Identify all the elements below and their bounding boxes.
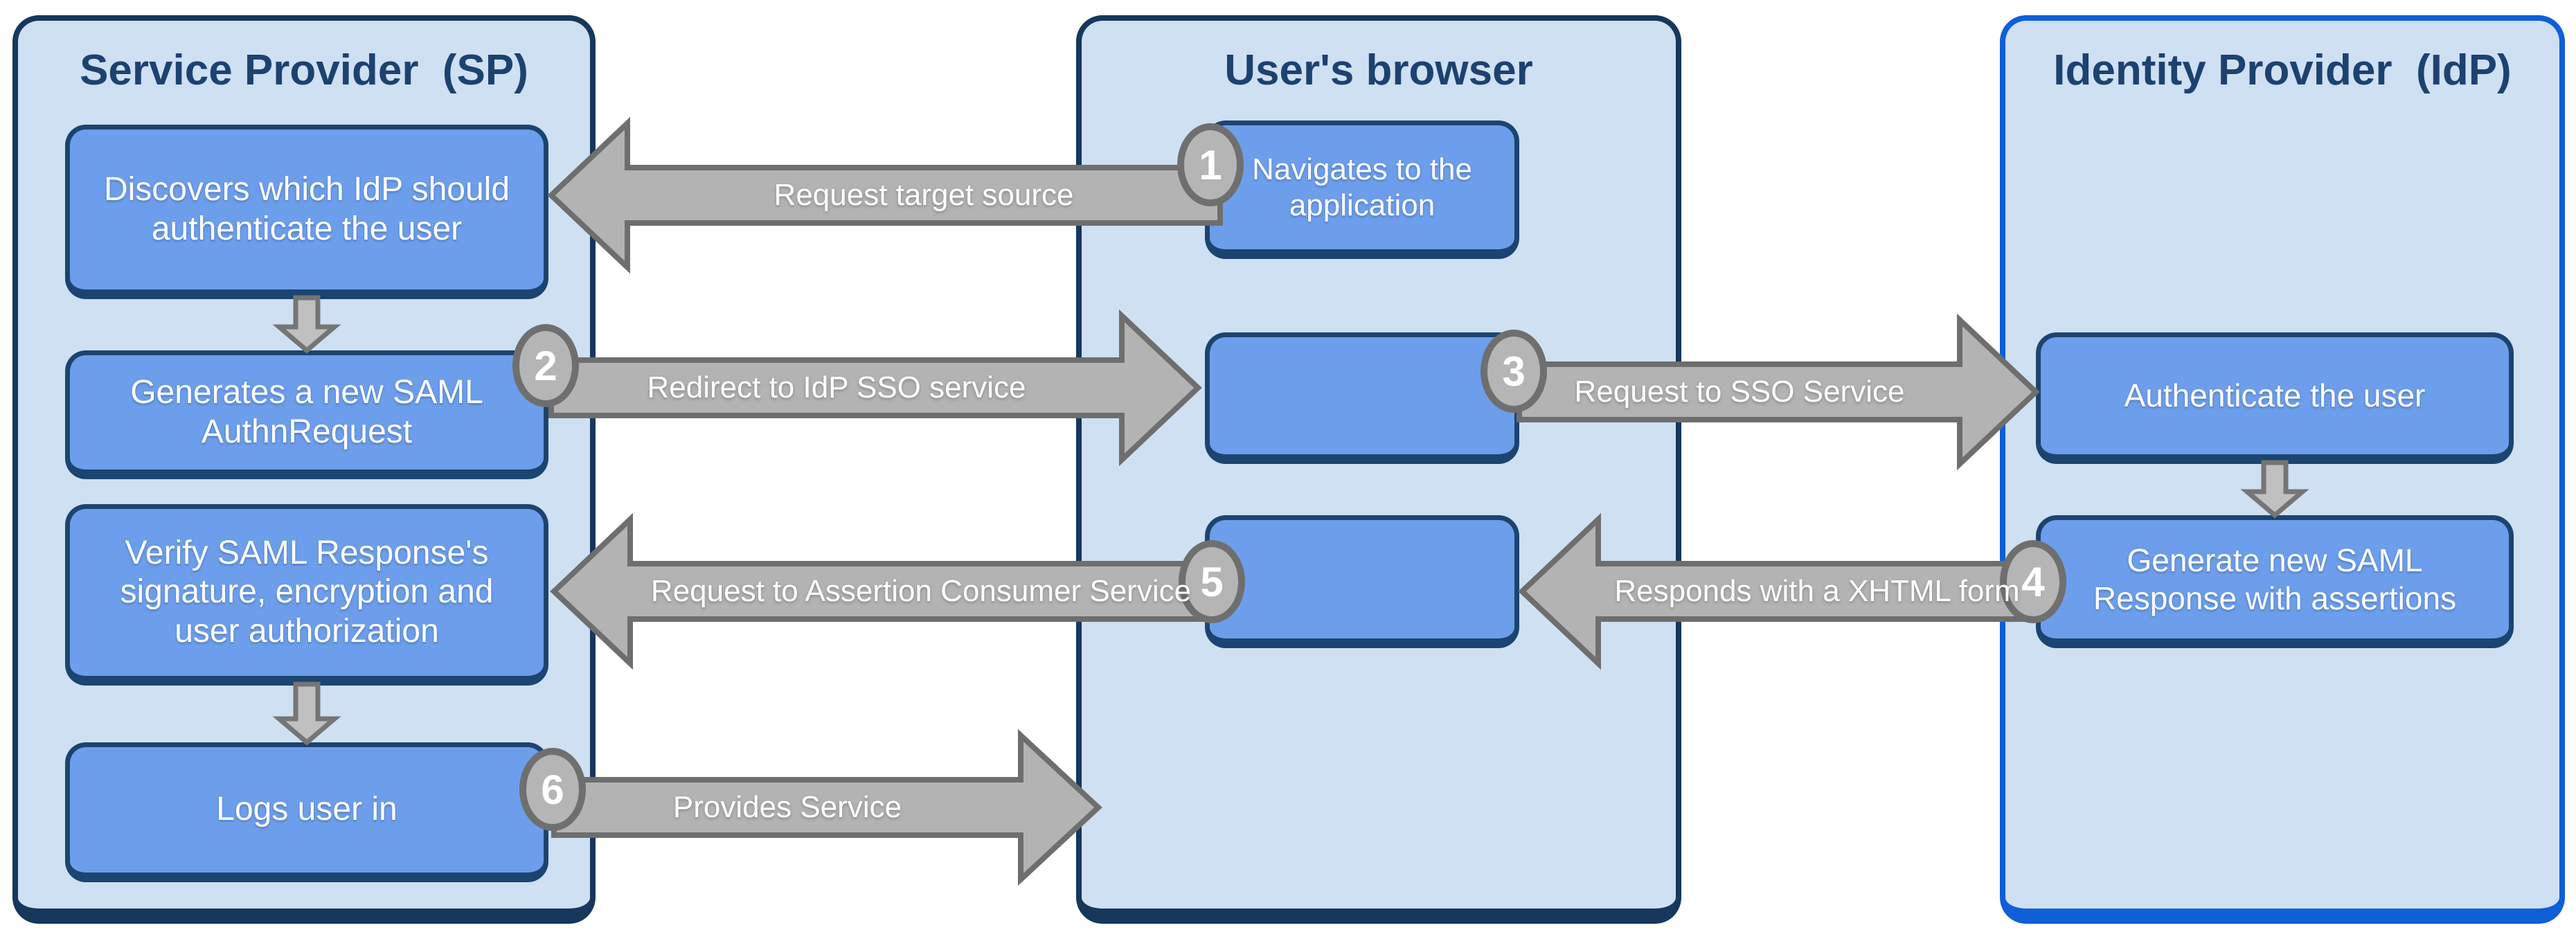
browser-box-sso-redirect bbox=[1205, 332, 1519, 464]
sp-box-logs-user-in: Logs user in bbox=[65, 742, 548, 882]
step-circle-6: 6 bbox=[519, 748, 586, 831]
idp-panel: Identity Provider (IdP) Authenticate the… bbox=[2000, 15, 2565, 924]
step-circle-3: 3 bbox=[1481, 330, 1547, 413]
idp-panel-title: Identity Provider (IdP) bbox=[2053, 46, 2512, 94]
idp-box-authenticate-user: Authenticate the user bbox=[2036, 332, 2514, 464]
arrow-label-provides-service: Provides Service bbox=[672, 790, 902, 824]
step-circle-1: 1 bbox=[1177, 123, 1244, 206]
step-number-5: 5 bbox=[1200, 558, 1224, 605]
step-number-1: 1 bbox=[1199, 141, 1222, 188]
sp-panel-title: Service Provider (SP) bbox=[80, 46, 528, 94]
arrow-label-request-sso-service: Request to SSO Service bbox=[1574, 375, 1905, 409]
arrow-label-request-target-source: Request target source bbox=[773, 178, 1074, 212]
step-number-2: 2 bbox=[534, 342, 557, 389]
step-number-3: 3 bbox=[1502, 348, 1526, 395]
browser-box-navigates: Navigates to the application bbox=[1205, 120, 1519, 259]
sp-panel: Service Provider (SP) Discovers which Id… bbox=[12, 15, 596, 924]
arrow-label-responds-xhtml-form: Responds with a XHTML form bbox=[1614, 574, 2020, 608]
browser-box-xhtml-form bbox=[1205, 515, 1519, 648]
arrow-label-redirect-idp-sso: Redirect to IdP SSO service bbox=[647, 370, 1026, 404]
arrow-label-request-acs: Request to Assertion Consumer Service bbox=[650, 574, 1192, 608]
step-circle-2: 2 bbox=[512, 324, 579, 407]
sp-box-verify-response: Verify SAML Response's signature, encryp… bbox=[65, 504, 548, 686]
step-number-6: 6 bbox=[541, 766, 564, 813]
browser-panel-title: User's browser bbox=[1224, 46, 1533, 94]
step-number-4: 4 bbox=[2021, 558, 2045, 605]
browser-panel: User's browser Navigates to the applicat… bbox=[1076, 15, 1681, 924]
sp-box-generate-authnrequest: Generates a new SAML AuthnRequest bbox=[65, 350, 548, 479]
sp-box-discover-idp: Discovers which IdP should authenticate … bbox=[65, 125, 548, 299]
idp-box-generate-response: Generate new SAML Response with assertio… bbox=[2036, 515, 2514, 648]
